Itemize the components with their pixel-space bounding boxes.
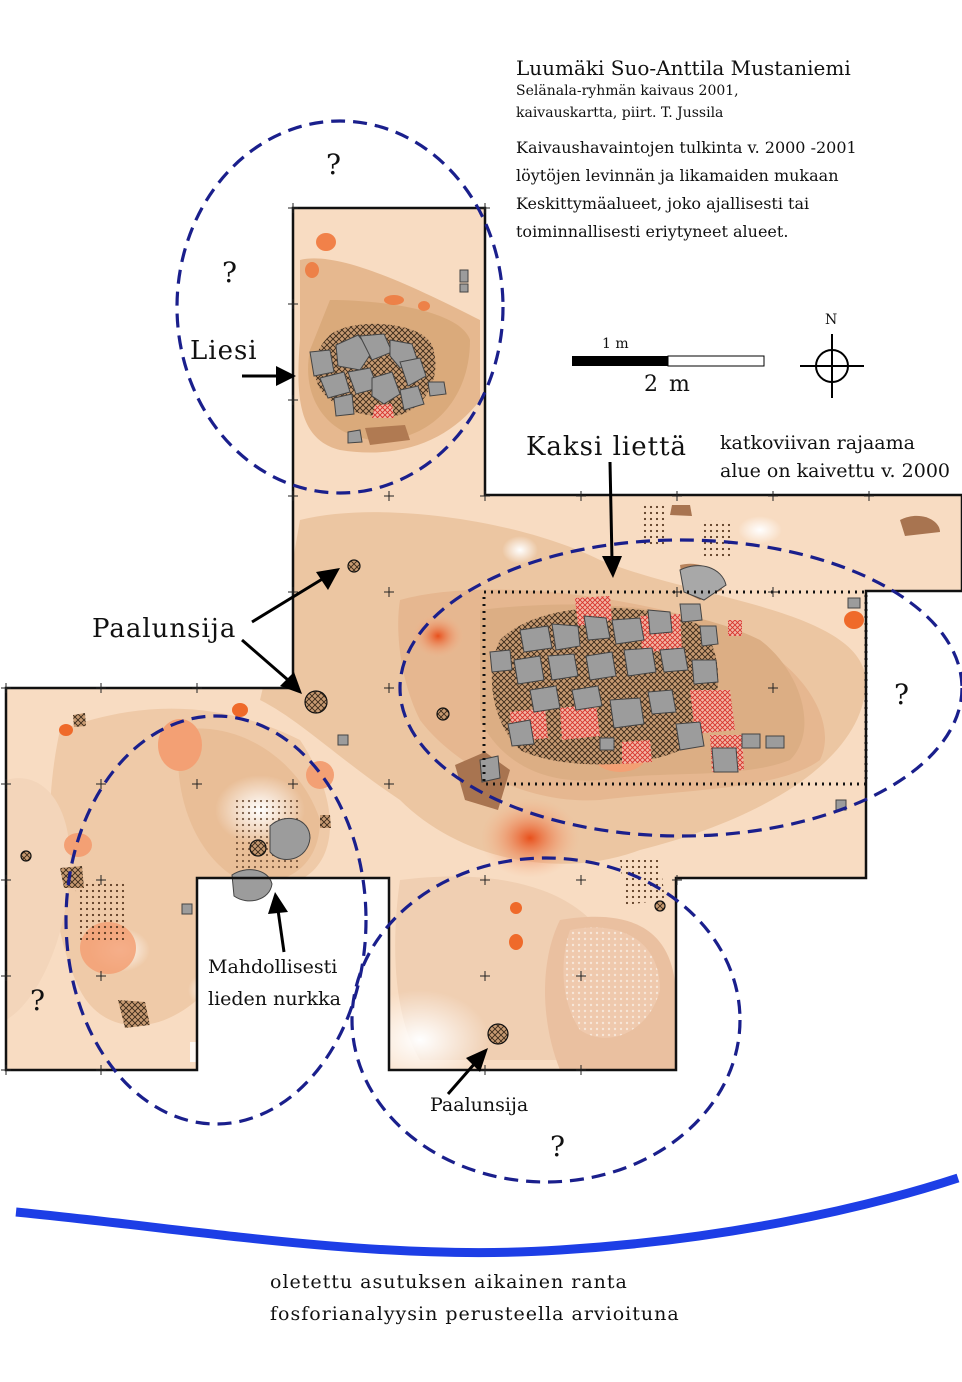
shoreline-caption: oletettu asutuksen aikainen ranta fosfor… (270, 1266, 680, 1330)
label-dotted-area-2: alue on kaivettu v. 2000 (720, 460, 950, 482)
excavation-boundary (4, 206, 962, 1072)
question-mark-upper-left: ? (222, 256, 238, 289)
interpretation-line-3: Keskittymäalueet, joko ajallisesti tai (516, 194, 810, 213)
map-title: Luumäki Suo-Anttila Mustaniemi (516, 56, 851, 80)
scale-label-big: 2 m (644, 372, 692, 397)
label-dotted-area-1: katkoviivan rajaama (720, 432, 915, 454)
area-lower-middle (350, 856, 742, 1184)
question-mark-lower-left: ? (30, 984, 46, 1017)
question-mark-bottom: ? (550, 1130, 566, 1163)
question-mark-right: ? (894, 678, 910, 711)
label-lieden-nurkka: lieden nurkka (208, 988, 341, 1010)
area-lower-left (64, 714, 368, 1126)
shoreline-caption-2: fosforianalyysin perusteella arvioituna (270, 1303, 680, 1325)
map-subtitle-1: Selänala-ryhmän kaivaus 2001, (516, 83, 739, 99)
hearths-kaksi-lietta (337, 565, 861, 811)
label-liesi: Liesi (190, 336, 258, 366)
scale-label-small: 1 m (602, 336, 629, 352)
area-right (398, 538, 962, 838)
shoreline-caption-1: oletettu asutuksen aikainen ranta (270, 1271, 628, 1293)
title-block: Luumäki Suo-Anttila Mustaniemi Selänala-… (516, 56, 956, 246)
interpretation-line-2: löytöjen levinnän ja likamaiden mukaan (516, 166, 839, 185)
arrows (241, 366, 622, 1095)
interpretation-line-1: Kaivaushavaintojen tulkinta v. 2000 -200… (516, 138, 857, 157)
north-arrow-icon (800, 334, 864, 398)
area-upper (175, 119, 505, 495)
question-mark-top: ? (326, 148, 342, 181)
label-mahdollisesti: Mahdollisesti (208, 956, 338, 978)
interpretation-line-4: toiminnallisesti eriytyneet alueet. (516, 222, 789, 241)
label-paalunsija: Paalunsija (92, 614, 237, 644)
shoreline (15, 1173, 960, 1258)
concentration-areas (64, 119, 962, 1184)
hearth-liesi (309, 269, 469, 444)
north-label: N (825, 312, 838, 328)
postholes (20, 559, 666, 1045)
scale-bar (572, 355, 765, 367)
grid-crosses (1, 203, 874, 1075)
label-paalunsija-2: Paalunsija (430, 1094, 529, 1116)
map-subtitle-2: kaivauskartta, piirt. T. Jussila (516, 105, 724, 121)
label-kaksi-lietta: Kaksi liettä (526, 432, 688, 462)
